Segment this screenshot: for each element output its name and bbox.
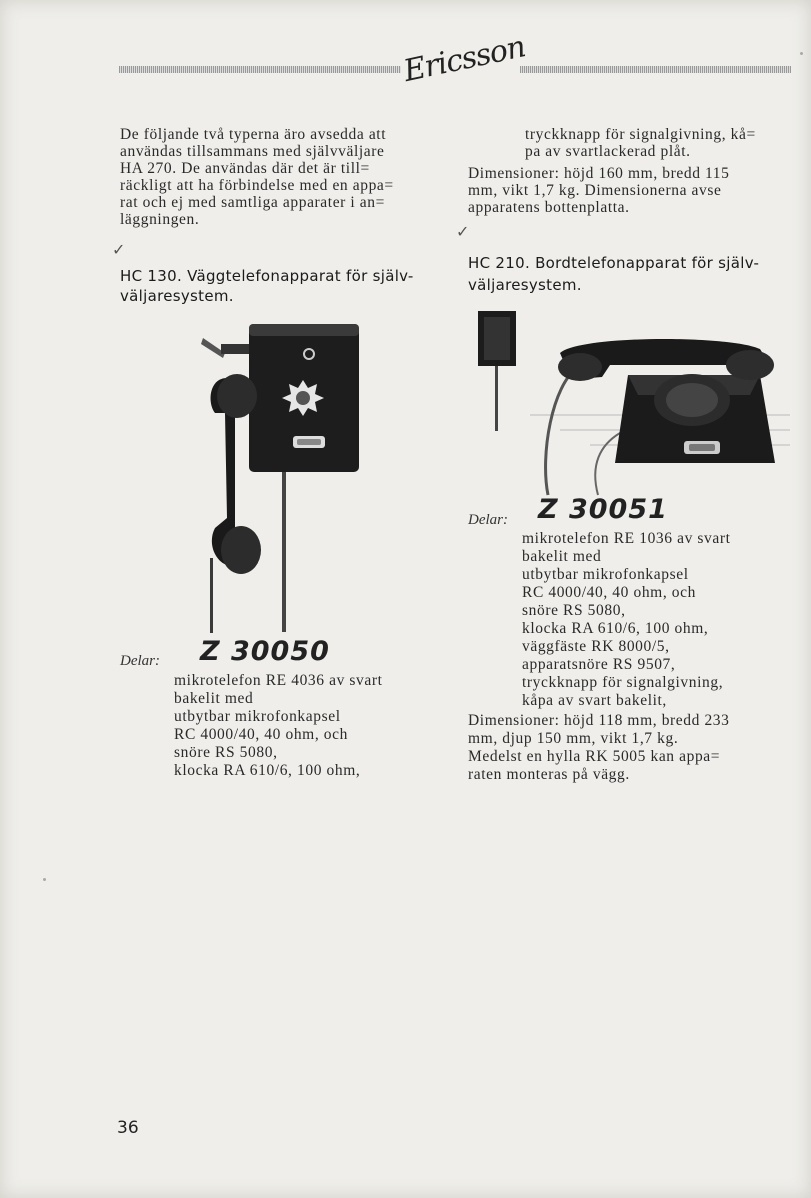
header-rule-left: [119, 66, 401, 73]
product-heading: HC 130. Väggtelefonapparat för själv-: [120, 267, 414, 285]
dimensions-line: mm, vikt 1,7 kg. Dimensionerna avse: [468, 182, 722, 199]
desk-telephone-illustration: [478, 311, 790, 496]
header-rule-right: [520, 66, 791, 73]
parts-line: mikrotelefon RE 4036 av svart: [174, 672, 383, 689]
product-heading-cont: väljaresystem.: [468, 276, 582, 294]
continued-line: tryckknapp för signalgivning, kå=: [525, 126, 756, 143]
dimensions-line: mm, djup 150 mm, vikt 1,7 kg.: [468, 730, 679, 747]
intro-line: De följande två typerna äro avsedda att: [120, 126, 387, 143]
parts-line: klocka RA 610/6, 100 ohm,: [174, 762, 361, 779]
product-heading-cont: väljaresystem.: [120, 287, 234, 305]
parts-line: klocka RA 610/6, 100 ohm,: [522, 620, 709, 637]
parts-line: utbytbar mikrofonkapsel: [522, 566, 689, 583]
intro-line: räckligt att ha förbindelse med en appa=: [120, 177, 394, 194]
parts-line: kåpa av svart bakelit,: [522, 692, 667, 709]
parts-line: bakelit med: [174, 690, 254, 707]
part-number-handwritten: Z 30051: [538, 494, 668, 525]
parts-line: RC 4000/40, 40 ohm, och: [174, 726, 348, 743]
part-number-handwritten: Z 30050: [200, 636, 330, 667]
paper-speck: [43, 878, 46, 881]
continued-line: pa av svartlackerad plåt.: [525, 143, 691, 160]
intro-line: användas tillsammans med självväljare: [120, 143, 385, 160]
parts-line: apparatsnöre RS 9507,: [522, 656, 676, 673]
dimensions-line: raten monteras på vägg.: [468, 766, 630, 783]
intro-line: rat och ej med samtliga apparater i an=: [120, 194, 385, 211]
check-mark: ✓: [456, 222, 470, 241]
intro-line: HA 270. De användas där det är till=: [120, 160, 370, 177]
parts-line: tryckknapp för signalgivning,: [522, 674, 724, 691]
parts-line: mikrotelefon RE 1036 av svart: [522, 530, 731, 547]
wall-telephone-illustration: [201, 324, 359, 633]
check-mark: ✓: [112, 240, 126, 259]
parts-line: RC 4000/40, 40 ohm, och: [522, 584, 696, 601]
parts-label: Delar:: [120, 653, 160, 669]
page-number: 36: [117, 1118, 139, 1138]
ericsson-logo: Ericsson: [400, 29, 529, 90]
dimensions-line: Dimensioner: höjd 118 mm, bredd 233: [468, 712, 730, 729]
product-heading: HC 210. Bordtelefonapparat för själv-: [468, 254, 760, 272]
parts-line: utbytbar mikrofonkapsel: [174, 708, 341, 725]
dimensions-line: Dimensioner: höjd 160 mm, bredd 115: [468, 165, 730, 182]
parts-line: bakelit med: [522, 548, 602, 565]
dimensions-line: apparatens bottenplatta.: [468, 199, 630, 216]
parts-label: Delar:: [468, 512, 508, 528]
parts-line: snöre RS 5080,: [522, 602, 626, 619]
paper-speck: [800, 52, 803, 55]
parts-line: väggfäste RK 8000/5,: [522, 638, 670, 655]
parts-line: snöre RS 5080,: [174, 744, 278, 761]
dimensions-line: Medelst en hylla RK 5005 kan appa=: [468, 748, 721, 765]
intro-line: läggningen.: [120, 211, 200, 228]
